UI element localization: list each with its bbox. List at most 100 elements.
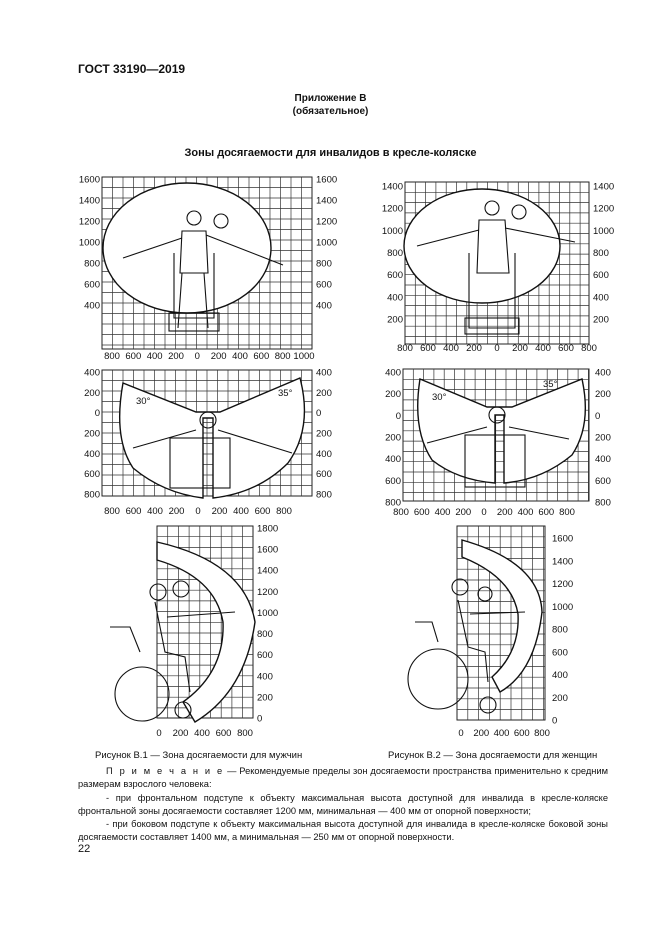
men-top-y-tick-label: 0: [95, 408, 100, 419]
women-top-y-tick-label: 800: [385, 498, 401, 509]
men-top-y-tick-label: 400: [316, 368, 332, 379]
men-side-x-tick-label: 200: [173, 728, 189, 739]
women-front-y-tick-label: 800: [387, 248, 403, 259]
women-front-y-tick-label: 1000: [382, 226, 403, 237]
notes-block: П р и м е ч а н и е — Рекомендуемые пред…: [78, 765, 608, 845]
men-front-figure-outline: [122, 210, 284, 332]
women-front-x-tick-label: 200: [466, 343, 482, 354]
women-side-x-tick-label: 800: [534, 728, 550, 739]
women-side-y-tick-label: 600: [552, 647, 568, 658]
women-top-x-tick-label: 800: [559, 507, 575, 518]
men-top-x-tick-label: 600: [255, 506, 271, 517]
men-front-x-tick-label: 200: [211, 351, 227, 362]
men-front-y-tick-label: 1600: [316, 175, 337, 186]
women-front-x-tick-label: 0: [494, 343, 499, 354]
men-side-y-tick-label: 600: [257, 650, 273, 661]
women-top-x-tick-label: 600: [414, 507, 430, 518]
men-top-y-tick-label: 800: [84, 490, 100, 501]
women-top-y-tick-label: 0: [595, 411, 600, 422]
men-top-y-tick-label: 200: [316, 388, 332, 399]
women-side-y-tick-label: 1400: [552, 556, 573, 567]
men-top-x-tick-label: 0: [195, 506, 200, 517]
men-top-x-tick-label: 400: [147, 506, 163, 517]
women-side-y-tick-label: 800: [552, 625, 568, 636]
women-side-reach-arc: [461, 539, 543, 693]
men-side-y-tick-label: 1400: [257, 566, 278, 577]
men-side-y-tick-label: 200: [257, 692, 273, 703]
men-top-y-tick-label: 200: [84, 388, 100, 399]
men-top-y-tick-label: 800: [316, 490, 332, 501]
men-top-figure-outline: [132, 411, 293, 489]
women-front-x-tick-label: 600: [420, 343, 436, 354]
women-top-y-tick-label: 800: [595, 498, 611, 509]
women-front-y-tick-label: 1400: [593, 182, 614, 193]
women-front-y-tick-label: 400: [387, 292, 403, 303]
women-top-y-tick-label: 200: [385, 389, 401, 400]
women-front-y-tick-label: 200: [593, 315, 609, 326]
men-side-y-tick-label: 0: [257, 714, 262, 725]
men-front-reach-zone: [102, 182, 272, 314]
women-side-figure-outline: [407, 578, 526, 714]
men-front-y-tick-label: 1200: [79, 217, 100, 228]
women-top-y-tick-label: 200: [595, 389, 611, 400]
men-top-y-tick-label: 0: [316, 408, 321, 419]
women-front-x-tick-label: 400: [535, 343, 551, 354]
men-top-y-tick-label: 600: [316, 469, 332, 480]
women-top-y-tick-label: 400: [385, 368, 401, 379]
women-top-y-tick-label: 600: [385, 476, 401, 487]
men-top-y-tick-label: 400: [316, 449, 332, 460]
men-side-y-tick-label: 1600: [257, 545, 278, 556]
annex-title: Приложение В: [294, 93, 367, 104]
women-top-figure-outline: [426, 406, 570, 488]
men-front-y-tick-label: 1400: [316, 196, 337, 207]
men-side-x-tick-label: 0: [156, 728, 161, 739]
note-intro: П р и м е ч а н и е — Рекомендуемые пред…: [78, 765, 608, 792]
women-side-y-tick-label: 200: [552, 693, 568, 704]
men-top-y-tick-label: 400: [84, 368, 100, 379]
men-front-y-tick-label: 400: [316, 301, 332, 312]
women-front-y-tick-label: 600: [593, 270, 609, 281]
women-front-y-tick-label: 400: [593, 292, 609, 303]
men-front-x-tick-label: 400: [232, 351, 248, 362]
men-top-x-tick-label: 600: [126, 506, 142, 517]
women-front-y-tick-label: 800: [593, 248, 609, 259]
men-top-x-tick-label: 800: [276, 506, 292, 517]
men-top-y-axis-right: 400 200 0 200 400 600 800: [316, 368, 332, 501]
women-top-y-tick-label: 400: [595, 454, 611, 465]
note-item-side: - при боковом подступе к объекту максима…: [78, 819, 608, 843]
section-title: Зоны досягаемости для инвалидов в кресле…: [184, 147, 477, 159]
women-side-x-tick-label: 600: [514, 728, 530, 739]
men-front-x-tick-label: 0: [195, 351, 200, 362]
note-label: П р и м е ч а н и е: [106, 766, 225, 776]
women-front-y-tick-label: 200: [387, 315, 403, 326]
women-top-x-tick-label: 400: [518, 507, 534, 518]
women-top-x-tick-label: 200: [497, 507, 513, 518]
men-side-reach-arc: [156, 541, 256, 723]
men-side-x-tick-label: 800: [237, 728, 253, 739]
women-top-x-tick-label: 400: [435, 507, 451, 518]
men-side-y-tick-label: 400: [257, 671, 273, 682]
women-top-y-tick-label: 200: [595, 433, 611, 444]
women-top-y-tick-label: 200: [385, 433, 401, 444]
women-top-x-tick-label: 600: [538, 507, 554, 518]
standard-number: ГОСТ 33190—2019: [78, 62, 186, 76]
women-front-y-tick-label: 1200: [593, 204, 614, 215]
women-top-y-tick-label: 600: [595, 476, 611, 487]
men-top-y-tick-label: 400: [84, 449, 100, 460]
men-front-y-tick-label: 800: [84, 259, 100, 270]
men-top-y-tick-label: 200: [316, 429, 332, 440]
men-front-y-tick-label: 1000: [79, 238, 100, 249]
women-front-x-tick-label: 800: [581, 343, 597, 354]
